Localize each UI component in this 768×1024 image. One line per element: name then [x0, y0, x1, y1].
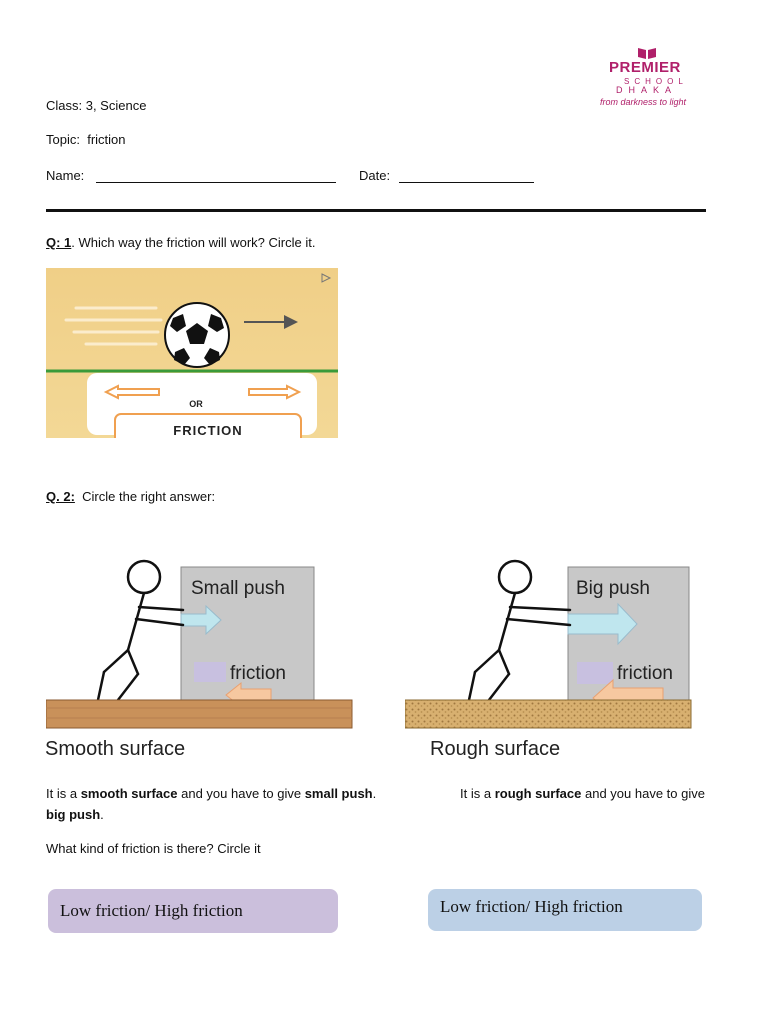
smooth-surface-figure: Small push friction	[46, 559, 353, 729]
date-label: Date:	[359, 168, 391, 183]
rough-ground	[405, 699, 692, 729]
topic-label: Topic:	[46, 132, 80, 147]
left-arrow-option-icon[interactable]	[103, 384, 160, 400]
friction-label: FRICTION	[173, 423, 242, 438]
or-label: OR	[189, 399, 203, 409]
q1-text: . Which way the friction will work? Circ…	[71, 235, 316, 250]
q2-number: Q. 2:	[46, 489, 75, 504]
friction-label-left: friction	[230, 663, 286, 684]
stick-figure-icon	[467, 559, 572, 702]
school-logo: PREMIER SCHOOL DHAKA from darkness to li…	[596, 46, 706, 112]
rough-surface-label: Rough surface	[430, 738, 561, 760]
name-blank[interactable]	[96, 168, 336, 183]
play-marker-icon	[321, 273, 332, 283]
smooth-ground	[46, 699, 353, 729]
friction-kind-question: What kind of friction is there? Circle i…	[46, 841, 261, 856]
motion-arrow-icon	[244, 315, 298, 329]
q2-question: Q. 2: Circle the right answer:	[46, 489, 215, 504]
stick-figure-icon	[96, 559, 185, 702]
big-push-arrow-icon	[567, 602, 638, 646]
sentence-right: It is a rough surface and you have to gi…	[460, 786, 705, 801]
topic-value: friction	[87, 132, 126, 147]
q1-number: Q: 1	[46, 235, 72, 250]
smooth-surface-label: Smooth surface	[45, 738, 186, 760]
small-push-label: Small push	[191, 578, 285, 599]
logo-city: DHAKA	[616, 85, 678, 95]
answer-box-right[interactable]: Low friction/ High friction	[428, 889, 702, 931]
logo-name: PREMIER	[609, 59, 681, 76]
q2-text: Circle the right answer:	[82, 489, 216, 504]
q1-question: Q: 1. Which way the friction will work? …	[46, 235, 315, 250]
date-blank[interactable]	[399, 168, 534, 183]
header-divider	[46, 209, 706, 212]
topic-line: Topic: friction	[46, 132, 126, 147]
friction-label-right: friction	[617, 663, 673, 684]
big-push-label: Big push	[576, 578, 650, 599]
logo-tagline: from darkness to light	[600, 97, 687, 107]
friction-patch	[194, 662, 226, 682]
right-arrow-option-icon[interactable]	[248, 384, 302, 400]
sentence-right-continued: big push.	[46, 807, 104, 822]
football-icon	[164, 302, 230, 368]
class-line: Class: 3, Science	[46, 98, 147, 113]
friction-patch	[577, 662, 613, 684]
sentence-left: It is a smooth surface and you have to g…	[46, 786, 377, 801]
name-label: Name:	[46, 168, 85, 183]
speed-lines	[64, 306, 163, 346]
push-arrow-icon	[180, 604, 222, 636]
book-icon	[638, 48, 656, 59]
logo-school: SCHOOL	[624, 77, 688, 86]
answer-box-left[interactable]: Low friction/ High friction	[48, 889, 338, 933]
q1-ball-illustration: OR FRICTION	[46, 268, 338, 438]
rough-surface-figure: Big push friction	[405, 559, 692, 729]
